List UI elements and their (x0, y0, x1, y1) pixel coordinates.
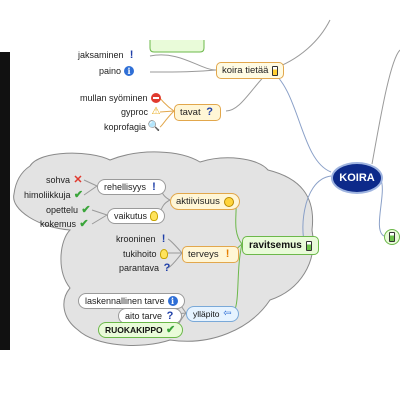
lightbulb-icon (150, 211, 159, 221)
node-parantava[interactable]: parantava ? (119, 261, 172, 274)
node-krooninen[interactable]: krooninen ! (116, 232, 169, 245)
exclamation-icon: ! (152, 180, 156, 193)
node-label: sohva (46, 174, 71, 185)
node-label: ylläpito (193, 309, 220, 319)
node-label: opettelu (46, 204, 79, 215)
node-paino[interactable]: paino i (99, 65, 135, 76)
node-jaksaminen[interactable]: jaksaminen ! (78, 48, 137, 61)
node-label: koira tietää (222, 65, 269, 76)
cross-icon: ✕ (73, 173, 83, 186)
node-label: himoliikkuja (24, 189, 71, 200)
smiley-icon (223, 196, 234, 207)
battery-green-icon (305, 240, 312, 251)
root-label: KOIRA (339, 172, 375, 184)
battery-yellow-icon (272, 65, 279, 76)
node-opettelu[interactable]: opettelu ✔ (46, 203, 91, 216)
node-sohva[interactable]: sohva ✕ (46, 173, 83, 186)
node-label: rehellisyys (104, 182, 147, 192)
node-label: parantava (119, 262, 160, 273)
check-icon: ✔ (81, 203, 91, 216)
no-entry-icon (150, 93, 161, 103)
node-label: vaikutus (114, 211, 148, 221)
node-tukihoito[interactable]: tukihoito (123, 249, 168, 259)
node-right-partial[interactable] (384, 229, 400, 245)
check-icon: ✔ (79, 217, 89, 230)
node-label: aktiivisuus (176, 196, 220, 207)
node-label: mullan syöminen (80, 92, 148, 103)
node-vaikutus[interactable]: vaikutus (107, 208, 166, 224)
node-mullan-syominen[interactable]: mullan syöminen (80, 93, 161, 103)
node-aktiivisuus[interactable]: aktiivisuus (170, 193, 240, 210)
node-label: tukihoito (123, 248, 157, 259)
lightbulb-icon (159, 249, 168, 259)
node-tavat[interactable]: tavat ? (174, 104, 221, 121)
check-icon: ✔ (166, 323, 176, 336)
node-label: RUOKAKIPPO (105, 325, 163, 335)
node-label: krooninen (116, 233, 156, 244)
node-label: tavat (180, 107, 201, 118)
node-gyproc[interactable]: gyproc ⚠ (121, 107, 161, 117)
exclamation-orange-icon: ! (225, 248, 230, 260)
warning-icon: ⚠ (151, 106, 161, 117)
node-ravitsemus[interactable]: ravitsemus (242, 236, 319, 255)
node-label: terveys (188, 249, 219, 260)
node-yllapito[interactable]: ylläpito ⇦ (186, 306, 240, 322)
question-icon: ? (163, 261, 171, 274)
info-icon: i (124, 66, 135, 76)
question-icon: ? (166, 309, 174, 322)
node-himoliikkuja[interactable]: himoliikkuja ✔ (24, 188, 84, 201)
node-label: laskennallinen tarve (85, 296, 165, 306)
exclamation-icon: ! (129, 48, 134, 61)
node-label: koprofagia (104, 121, 147, 132)
magnifier-icon: 🔍 (147, 121, 161, 132)
node-label: kokemus (40, 218, 77, 229)
arrow-left-icon: ⇦ (223, 308, 232, 319)
node-label: gyproc (121, 106, 149, 117)
node-label: paino (99, 65, 122, 76)
node-aito-tarve[interactable]: aito tarve ? (118, 308, 183, 324)
node-rehellisyys[interactable]: rehellisyys ! (97, 179, 167, 195)
node-label: aito tarve (125, 311, 163, 321)
node-terveys[interactable]: terveys ! (182, 246, 239, 263)
node-label: jaksaminen (78, 49, 124, 60)
node-koprofagia[interactable]: koprofagia 🔍 (104, 121, 161, 132)
battery-green-icon (389, 232, 395, 242)
check-icon: ✔ (73, 188, 84, 201)
node-laskennallinen-tarve[interactable]: laskennallinen tarve i (78, 293, 185, 309)
node-koira-tietaa[interactable]: koira tietää (216, 62, 285, 79)
window-edge (0, 52, 10, 350)
node-ruokakippo[interactable]: RUOKAKIPPO ✔ (98, 322, 183, 338)
question-icon: ? (206, 106, 213, 118)
node-kokemus[interactable]: kokemus ✔ (40, 217, 89, 230)
exclamation-icon: ! (161, 232, 166, 245)
node-label: ravitsemus (249, 240, 302, 251)
info-icon: i (167, 296, 178, 306)
root-node[interactable]: KOIRA (331, 162, 383, 194)
